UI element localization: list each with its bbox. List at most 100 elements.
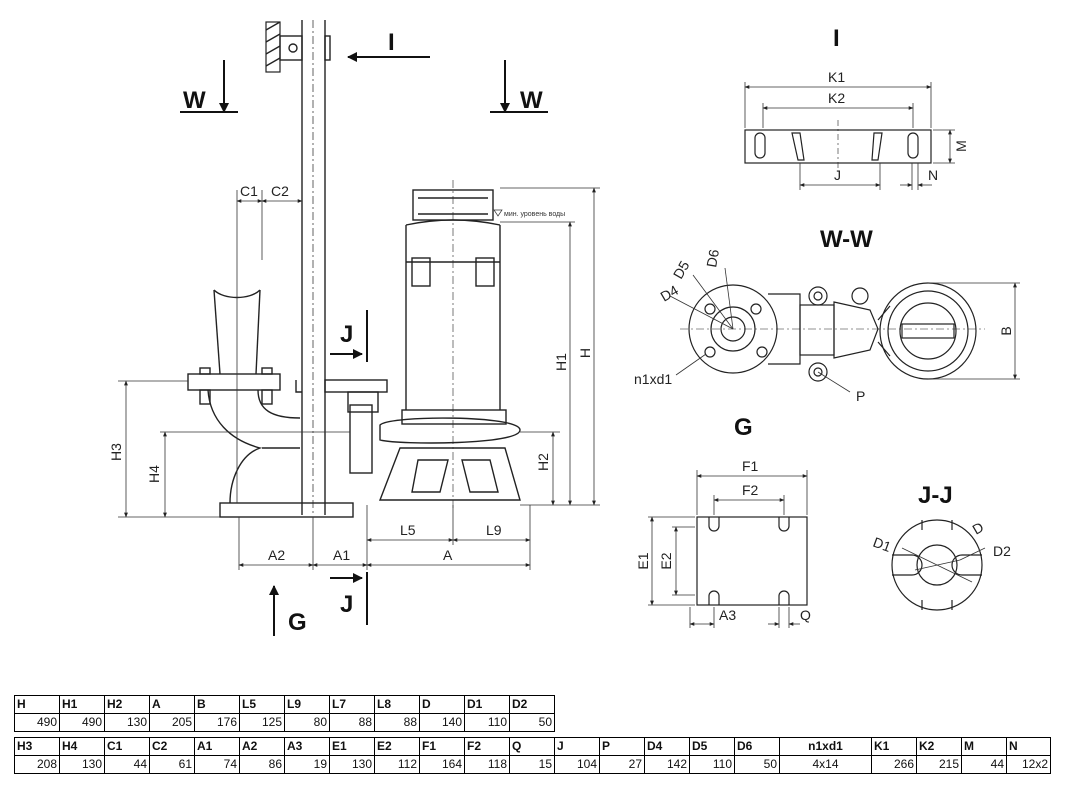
j-bottom-label: J bbox=[340, 591, 353, 618]
dim-l5: L5 bbox=[400, 522, 416, 538]
table-value-cell: 19 bbox=[284, 755, 330, 774]
table-value-cell: 88 bbox=[374, 713, 420, 732]
table-header-cell: K2 bbox=[916, 737, 962, 756]
table-value-cell: 12x2 bbox=[1006, 755, 1051, 774]
table-header-cell: N bbox=[1006, 737, 1051, 756]
table-value-cell: 215 bbox=[916, 755, 962, 774]
view-i-bracket bbox=[744, 120, 932, 170]
table-header-cell: P bbox=[599, 737, 645, 756]
view-ww-plan bbox=[680, 282, 985, 382]
table-value-cell: 176 bbox=[194, 713, 240, 732]
table-value-cell: 86 bbox=[239, 755, 285, 774]
dimensions-table-top: H H1 H2 A B L5 L9 L7 L8 D D1 D2 490 490 … bbox=[14, 695, 555, 732]
table-value-cell: 74 bbox=[194, 755, 240, 774]
table-header-cell: H2 bbox=[104, 695, 150, 714]
view-i-title: I bbox=[833, 25, 840, 52]
dim-a: A bbox=[443, 547, 453, 563]
table-value-row: 490 490 130 205 176 125 80 88 88 140 110… bbox=[14, 713, 555, 732]
table-value-cell: 266 bbox=[871, 755, 917, 774]
dim-k1: K1 bbox=[828, 69, 845, 85]
table-header-cell: B bbox=[194, 695, 240, 714]
table-header-cell: H3 bbox=[14, 737, 60, 756]
dim-b: B bbox=[998, 326, 1014, 335]
dim-q: Q bbox=[800, 607, 811, 623]
table-header-cell: C1 bbox=[104, 737, 150, 756]
table-value-cell: 15 bbox=[509, 755, 555, 774]
table-value-cell: 4x14 bbox=[779, 755, 872, 774]
table-value-cell: 205 bbox=[149, 713, 195, 732]
table-value-cell: 110 bbox=[689, 755, 735, 774]
table-header-cell: M bbox=[961, 737, 1007, 756]
table-value-cell: 140 bbox=[419, 713, 465, 732]
table-value-cell: 44 bbox=[104, 755, 150, 774]
table-header-cell: L7 bbox=[329, 695, 375, 714]
main-view-dimensions bbox=[118, 187, 600, 570]
table-header-cell: A bbox=[149, 695, 195, 714]
table-header-cell: D6 bbox=[734, 737, 780, 756]
table-value-cell: 61 bbox=[149, 755, 195, 774]
table-value-cell: 142 bbox=[644, 755, 690, 774]
dim-f2: F2 bbox=[742, 482, 759, 498]
view-g-title: G bbox=[734, 414, 753, 441]
dim-c1: C1 bbox=[240, 183, 258, 199]
dim-m: M bbox=[953, 140, 969, 152]
table-value-cell: 130 bbox=[329, 755, 375, 774]
dim-c2: C2 bbox=[271, 183, 289, 199]
dim-f1: F1 bbox=[742, 458, 759, 474]
dim-d4: D4 bbox=[658, 282, 682, 305]
table-value-cell: 27 bbox=[599, 755, 645, 774]
g-arrow-label: G bbox=[288, 609, 307, 636]
table-value-cell: 490 bbox=[59, 713, 105, 732]
w-left-label: W bbox=[183, 87, 206, 114]
dim-e1: E1 bbox=[635, 552, 651, 569]
dimensions-table-bottom: H3 H4 C1 C2 A1 A2 A3 E1 E2 F1 F2 Q J P D… bbox=[14, 737, 1051, 774]
view-ww-dimensions bbox=[669, 267, 1020, 393]
dim-h: H bbox=[577, 348, 593, 358]
dim-n1xd1: n1xd1 bbox=[634, 371, 672, 387]
table-header-cell: D5 bbox=[689, 737, 735, 756]
table-header-cell: A1 bbox=[194, 737, 240, 756]
table-header-cell: L8 bbox=[374, 695, 420, 714]
table-header-cell: E1 bbox=[329, 737, 375, 756]
view-g-dimensions bbox=[648, 470, 808, 628]
dim-a1: A1 bbox=[333, 547, 350, 563]
table-value-cell: 104 bbox=[554, 755, 600, 774]
table-header-cell: H bbox=[14, 695, 60, 714]
view-i-dimensions bbox=[744, 82, 955, 190]
table-header-cell: H4 bbox=[59, 737, 105, 756]
table-value-cell: 44 bbox=[961, 755, 1007, 774]
table-value-cell: 112 bbox=[374, 755, 420, 774]
view-jj-flange bbox=[891, 519, 983, 611]
dim-h3: H3 bbox=[108, 443, 124, 461]
table-header-cell: F1 bbox=[419, 737, 465, 756]
table-header-cell: L5 bbox=[239, 695, 285, 714]
table-header-cell: A2 bbox=[239, 737, 285, 756]
table-header-cell: E2 bbox=[374, 737, 420, 756]
level-note: мин. уровень воды bbox=[504, 211, 565, 218]
table-header-cell: D2 bbox=[509, 695, 555, 714]
table-value-cell: 130 bbox=[59, 755, 105, 774]
dim-p: P bbox=[856, 388, 865, 404]
dim-d1: D1 bbox=[871, 534, 893, 555]
dim-h1: H1 bbox=[553, 353, 569, 371]
dim-d5: D5 bbox=[670, 258, 693, 282]
table-header-cell: D1 bbox=[464, 695, 510, 714]
dim-a2: A2 bbox=[268, 547, 285, 563]
table-header-cell: D bbox=[419, 695, 465, 714]
table-value-cell: 50 bbox=[734, 755, 780, 774]
table-header-cell: K1 bbox=[871, 737, 917, 756]
table-value-cell: 125 bbox=[239, 713, 285, 732]
table-header-cell: J bbox=[554, 737, 600, 756]
dim-k2: K2 bbox=[828, 90, 845, 106]
dim-j: J bbox=[834, 167, 841, 183]
j-top-label: J bbox=[340, 321, 353, 348]
table-value-cell: 118 bbox=[464, 755, 510, 774]
table-value-cell: 130 bbox=[104, 713, 150, 732]
dim-d2: D2 bbox=[993, 543, 1011, 559]
table-header-cell: C2 bbox=[149, 737, 195, 756]
table-value-cell: 80 bbox=[284, 713, 330, 732]
table-value-cell: 50 bbox=[509, 713, 555, 732]
w-right-label: W bbox=[520, 87, 543, 114]
table-header-cell: A3 bbox=[284, 737, 330, 756]
dim-d6: D6 bbox=[703, 248, 722, 269]
